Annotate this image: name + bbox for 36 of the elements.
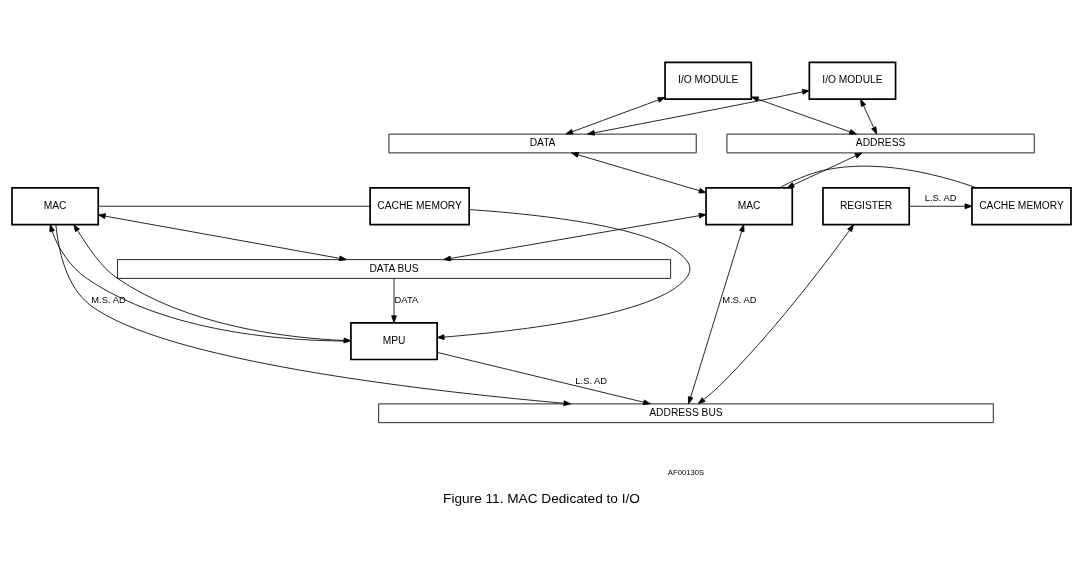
edge-label: DATA [394,293,419,305]
arrow [437,351,651,405]
arrow [571,151,707,193]
node-box: I/O MODULE [808,61,897,100]
arrow [436,208,691,340]
edge-label: M.S. AD [91,293,126,305]
arrow [55,223,572,406]
caption: Figure 11. MAC Dedicated to I/O [443,490,640,506]
arrow [443,212,707,261]
node-box: CACHE MEMORY [369,186,470,225]
node-box: DATA BUS [117,258,672,279]
arrow [687,223,745,404]
node-box: MPU [350,321,438,360]
arrow [786,152,863,188]
node-box: REGISTER [822,186,911,225]
node-box: CACHE MEMORY [971,186,1072,225]
arrow [860,98,878,134]
arrow [391,277,397,323]
arrow [565,96,666,134]
node-box: MAC [11,186,100,225]
node-box: ADDRESS [726,133,1035,153]
edge-label: L.S. AD [924,191,957,203]
connector [779,165,978,188]
connector [98,205,371,207]
node-box: DATA [388,133,697,153]
edge-label: L.S. AD [575,374,608,386]
arrow [908,202,973,209]
node-box: MAC [705,186,794,225]
node-box: ADDRESS BUS [378,402,994,423]
arrow [751,96,857,135]
arrow [97,212,347,261]
arrow [697,223,855,404]
edge-label: M.S. AD [722,293,757,305]
arrow [587,88,810,136]
node-box: I/O MODULE [664,61,753,100]
label: AF00130S [667,467,705,477]
